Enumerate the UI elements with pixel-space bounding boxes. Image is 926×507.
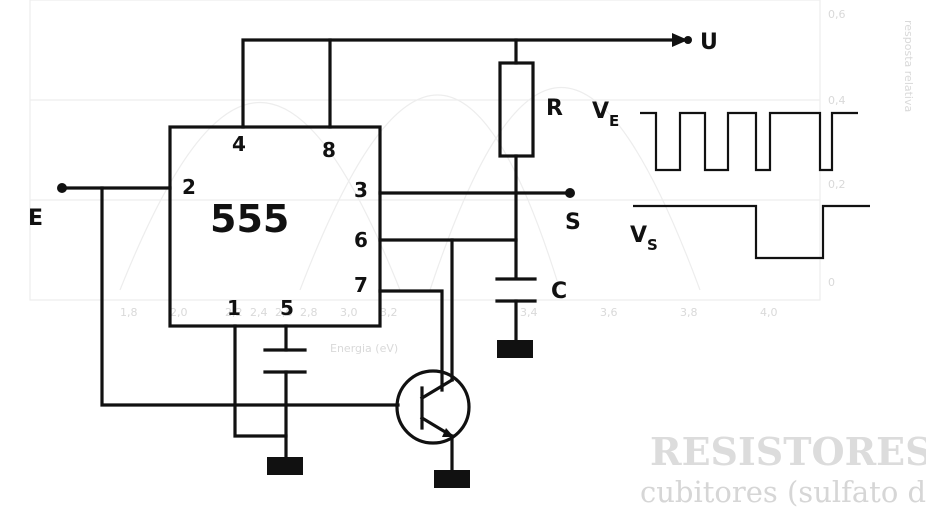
waveform-input-trace [640,111,858,172]
ghost-tick-15: 4,0 [760,306,778,319]
ghost-tick-14: 3,8 [680,306,698,319]
ghost-tick-4: 1,8 [120,306,138,319]
supply-arrow [672,33,688,47]
output-terminal [565,188,575,198]
resistor-label: R [546,96,563,121]
pin-1-ground-wire [233,324,288,438]
pin-7-label: 7 [354,273,368,297]
input-label: E [28,206,43,231]
ghost-tick-11: 3,2 [380,306,398,319]
ghost-tick-3: 0 [828,276,835,289]
pin-4-label: 4 [232,132,246,156]
capacitor-label: C [551,279,567,304]
trigger-to-base-wire [100,186,400,407]
pin-2-label: 2 [182,175,196,199]
pin-7-wire [378,289,444,392]
ghost-axis-title: Energia (eV) [330,342,398,355]
supply-rail [241,38,687,129]
ghost-tick-7: 2,4 [250,306,268,319]
output-label: S [565,210,581,235]
pin-5-label: 5 [280,296,294,320]
ghost-curve-2 [299,94,561,291]
waveform-input-main: V [592,99,609,124]
waveform-input-label: VE [592,99,619,130]
pin-6-label: 6 [354,228,368,252]
pin-5-ground-symbol [267,457,303,475]
pin-1-label: 1 [227,296,241,320]
ghost-tick-9: 2,8 [300,306,318,319]
waveform-output-label: VS [630,223,658,254]
ghost-tick-5: 2,0 [170,306,188,319]
ghost-tick-0: 0,6 [828,8,846,21]
ic-555-body [168,125,382,328]
show-through-layer: 0,6 0,4 0,2 0 1,8 2,0 2,2 2,4 2,6 2,8 3,… [29,0,926,507]
capacitor-ground-symbol [497,340,533,358]
ghost-tick-8: 2,6 [275,306,293,319]
ghost-tick-10: 3,0 [340,306,358,319]
waveform-output-sub: S [647,236,658,254]
ghost-tick-12: 3,4 [520,306,538,319]
supply-terminal [684,36,692,44]
pin-3-label: 3 [354,178,368,202]
ghost-tick-6: 2,2 [225,306,243,319]
transistor [395,369,471,445]
supply-label: U [700,30,718,55]
ghost-body-line: cubitores (sulfato de cádmio, selênio, s… [640,475,926,507]
ghost-vertical-caption: resposta relativa [902,20,915,112]
ghost-tick-1: 0,4 [828,94,846,107]
pin-8-label: 8 [322,138,336,162]
ghost-curve-3 [429,86,701,291]
waveform-output-trace [633,204,870,260]
resistor-r [498,61,535,158]
emitter-ground-symbol [434,470,470,488]
ghost-tick-13: 3,6 [600,306,618,319]
ghost-heading: RESISTORES [650,429,926,474]
ghost-tick-2: 0,2 [828,178,846,191]
waveform-output-main: V [630,223,647,248]
waveform-input-sub: E [609,112,619,130]
chip-label: 555 [210,197,289,241]
transistor-collector [419,377,455,401]
transistor-envelope [395,369,471,445]
